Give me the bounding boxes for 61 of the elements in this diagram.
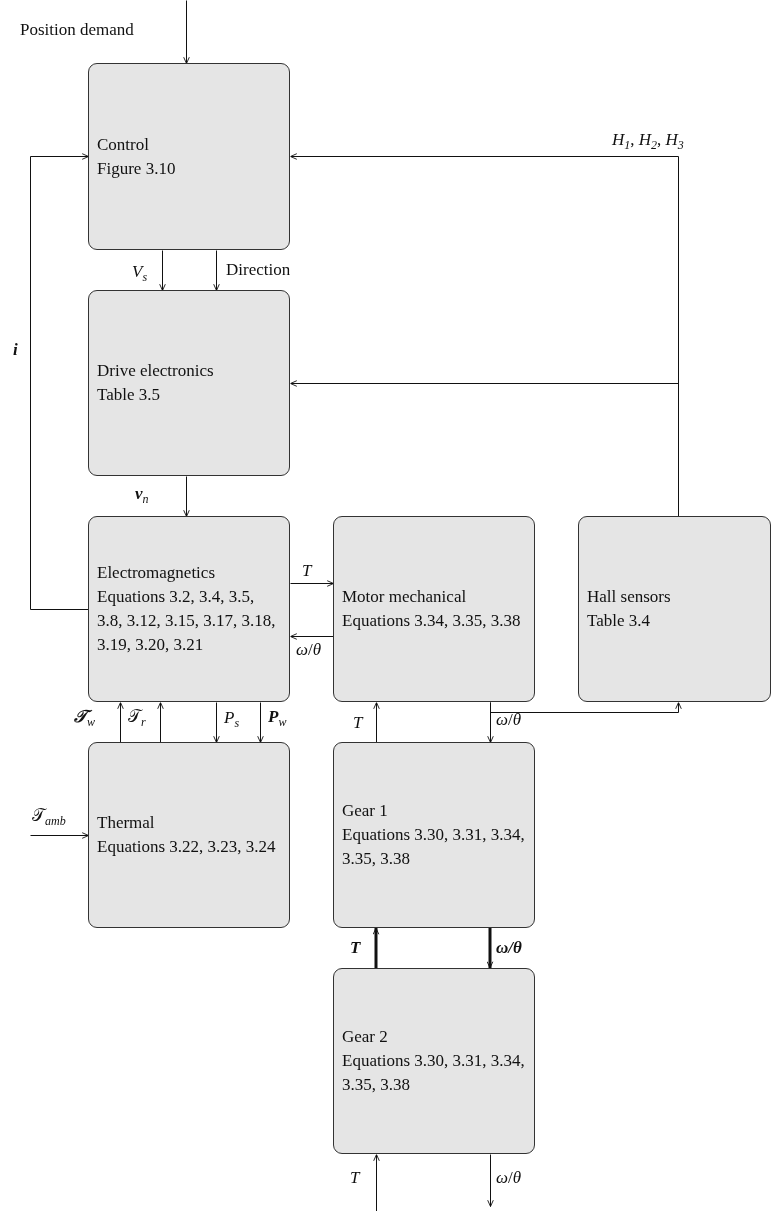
process-box [88,516,290,702]
box-reference: Equations 3.30, 3.31, 3.34, 3.35, 3.38 [342,1050,526,1096]
arrow [183,476,190,517]
process-box [333,968,535,1154]
box-title: Gear 2 [342,1026,388,1048]
edge-label: ω/θ [296,640,322,660]
arrow [290,580,334,587]
arrow [290,633,334,640]
edge-label: 𝒯$_{amb}$ [32,806,66,831]
edge-label: ω/θ [496,938,522,958]
process-box [88,290,290,476]
box-title: Drive electronics [97,360,214,382]
process-box [578,516,771,702]
edge-label: ω/θ [496,1168,522,1188]
edge-label: Position demand [20,20,134,40]
edge-label: ω/θ [496,710,522,730]
box-reference: Equations 3.2, 3.4, 3.5, 3.8, 3.12, 3.15, 3.17, 3.18, 3.19, 3.20, 3.21 [97,586,277,656]
box-reference: Figure 3.10 [97,157,176,180]
edge-label: 𝒯$_{r}$ [128,707,146,732]
arrow [159,250,166,291]
box-reference: Equations 3.34, 3.35, 3.38 [342,610,521,632]
edge-label: T [302,561,312,581]
arrow [117,702,124,743]
edge-label: Direction [226,260,291,280]
arrow [373,1154,380,1211]
arrow [213,250,220,291]
arrow [30,153,89,610]
edge-label: T [353,713,363,733]
edge-label: 𝒯$_{w}$ [74,707,95,732]
edge-label: i [13,340,18,360]
box-title: Control [97,133,149,156]
thick-arrow [486,928,494,969]
arrow [487,1154,494,1207]
process-box [88,63,290,250]
box-reference: Table 3.5 [97,384,160,406]
edge-label: v$_{n}$ [135,484,149,509]
arrow [183,0,190,64]
process-box [333,742,535,928]
arrow [257,702,264,743]
edge-label: P$_{w}$ [268,707,287,732]
arrow [490,702,682,713]
arrow [213,702,220,743]
arrow [30,832,89,839]
thick-arrow [372,927,380,968]
edge-label: H$_{1}$, H$_{2}$, H$_{3}$ [612,130,684,155]
edge-label: V$_{s}$ [132,262,148,287]
process-box [333,516,535,702]
edge-label: T [350,1168,360,1188]
box-reference: Table 3.4 [587,610,650,632]
edge-label: T [350,938,361,958]
box-title: Electromagnetics [97,562,215,584]
box-title: Thermal [97,812,155,834]
box-reference: Equations 3.30, 3.31, 3.34, 3.35, 3.38 [342,824,526,870]
box-title: Motor mechanical [342,586,467,608]
arrow [373,702,380,743]
box-title: Hall sensors [587,586,671,608]
arrow [157,702,164,743]
box-reference: Equations 3.22, 3.23, 3.24 [97,836,276,858]
edge-label: P$_{s}$ [224,708,240,733]
box-title: Gear 1 [342,800,388,822]
process-box [88,742,290,928]
